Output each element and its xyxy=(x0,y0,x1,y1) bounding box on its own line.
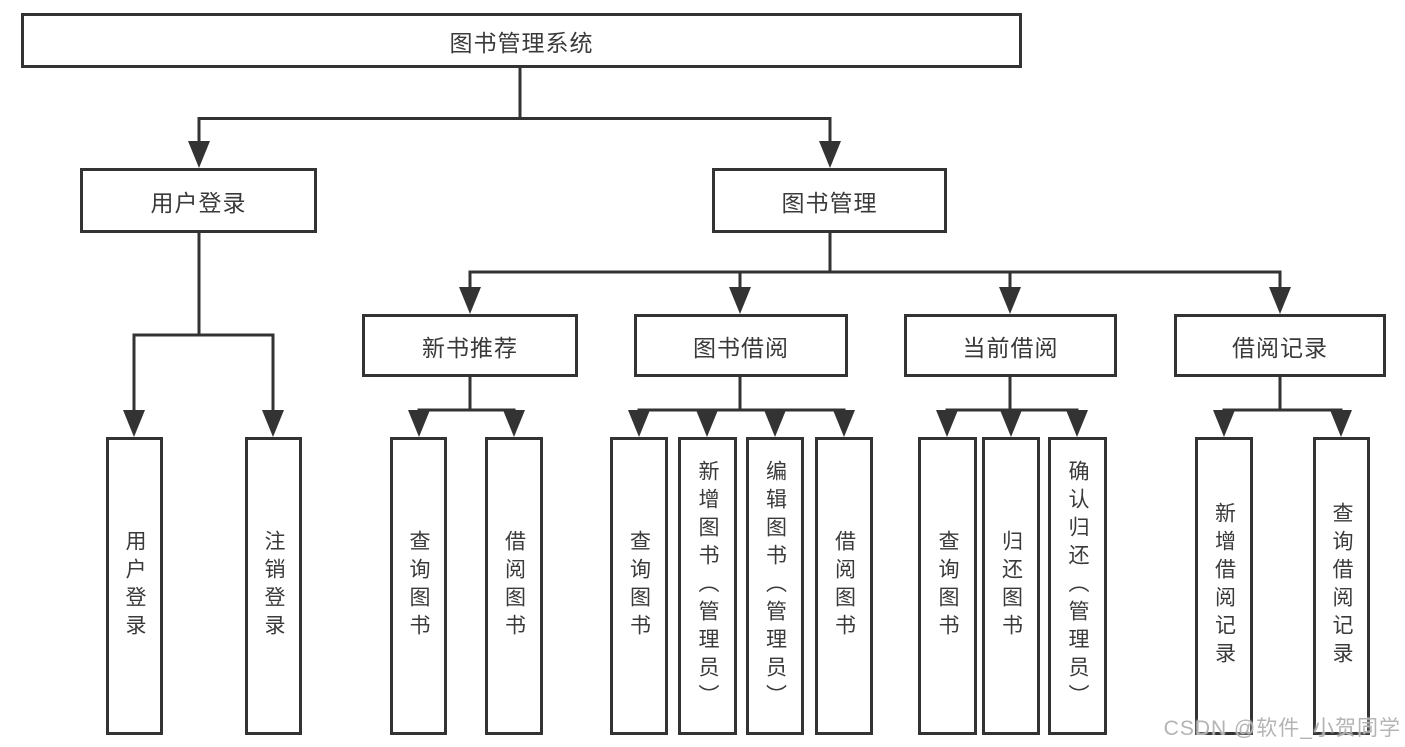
node-book-borrowing: 图书借阅 xyxy=(634,314,848,377)
edge-user-login-to-leaves xyxy=(132,233,275,413)
leaf-user-login: 用户登录 xyxy=(106,437,163,735)
edge-root-to-level1 xyxy=(197,67,832,143)
leaf-confirm-return-admin: 确认归还（管理员） xyxy=(1048,437,1107,735)
leaf-query-borrow-record: 查询借阅记录 xyxy=(1313,437,1370,735)
edge-book-mgmt-to-level2 xyxy=(468,233,1282,290)
node-user-login-branch: 用户登录 xyxy=(80,168,317,233)
node-book-management: 图书管理 xyxy=(712,168,947,233)
leaf-borrow-books-recommend: 借阅图书 xyxy=(485,437,543,735)
arrowheads xyxy=(123,141,1352,437)
leaf-add-borrow-record: 新增借阅记录 xyxy=(1195,437,1253,735)
leaf-return-books: 归还图书 xyxy=(982,437,1040,735)
edge-book-borrow-fan xyxy=(637,377,846,413)
leaf-borrow-books-borrowing: 借阅图书 xyxy=(815,437,873,735)
leaf-query-books-recommend: 查询图书 xyxy=(390,437,447,735)
node-new-book-recommend: 新书推荐 xyxy=(362,314,578,377)
edge-new-book-fan xyxy=(417,377,516,413)
csdn-watermark: CSDN @软件_小贺同学 xyxy=(1163,717,1401,740)
node-book-management-system: 图书管理系统 xyxy=(21,13,1022,68)
leaf-query-books-current: 查询图书 xyxy=(918,437,977,735)
edge-current-borrow-fan xyxy=(945,377,1079,413)
node-current-borrowing: 当前借阅 xyxy=(904,314,1117,377)
leaf-query-books-borrowing: 查询图书 xyxy=(610,437,668,735)
leaf-logout: 注销登录 xyxy=(245,437,302,735)
node-borrowing-records: 借阅记录 xyxy=(1174,314,1386,377)
leaf-edit-book-admin: 编辑图书（管理员） xyxy=(746,437,804,735)
leaf-add-book-admin: 新增图书（管理员） xyxy=(678,437,737,735)
edge-borrow-records-fan xyxy=(1222,377,1343,413)
